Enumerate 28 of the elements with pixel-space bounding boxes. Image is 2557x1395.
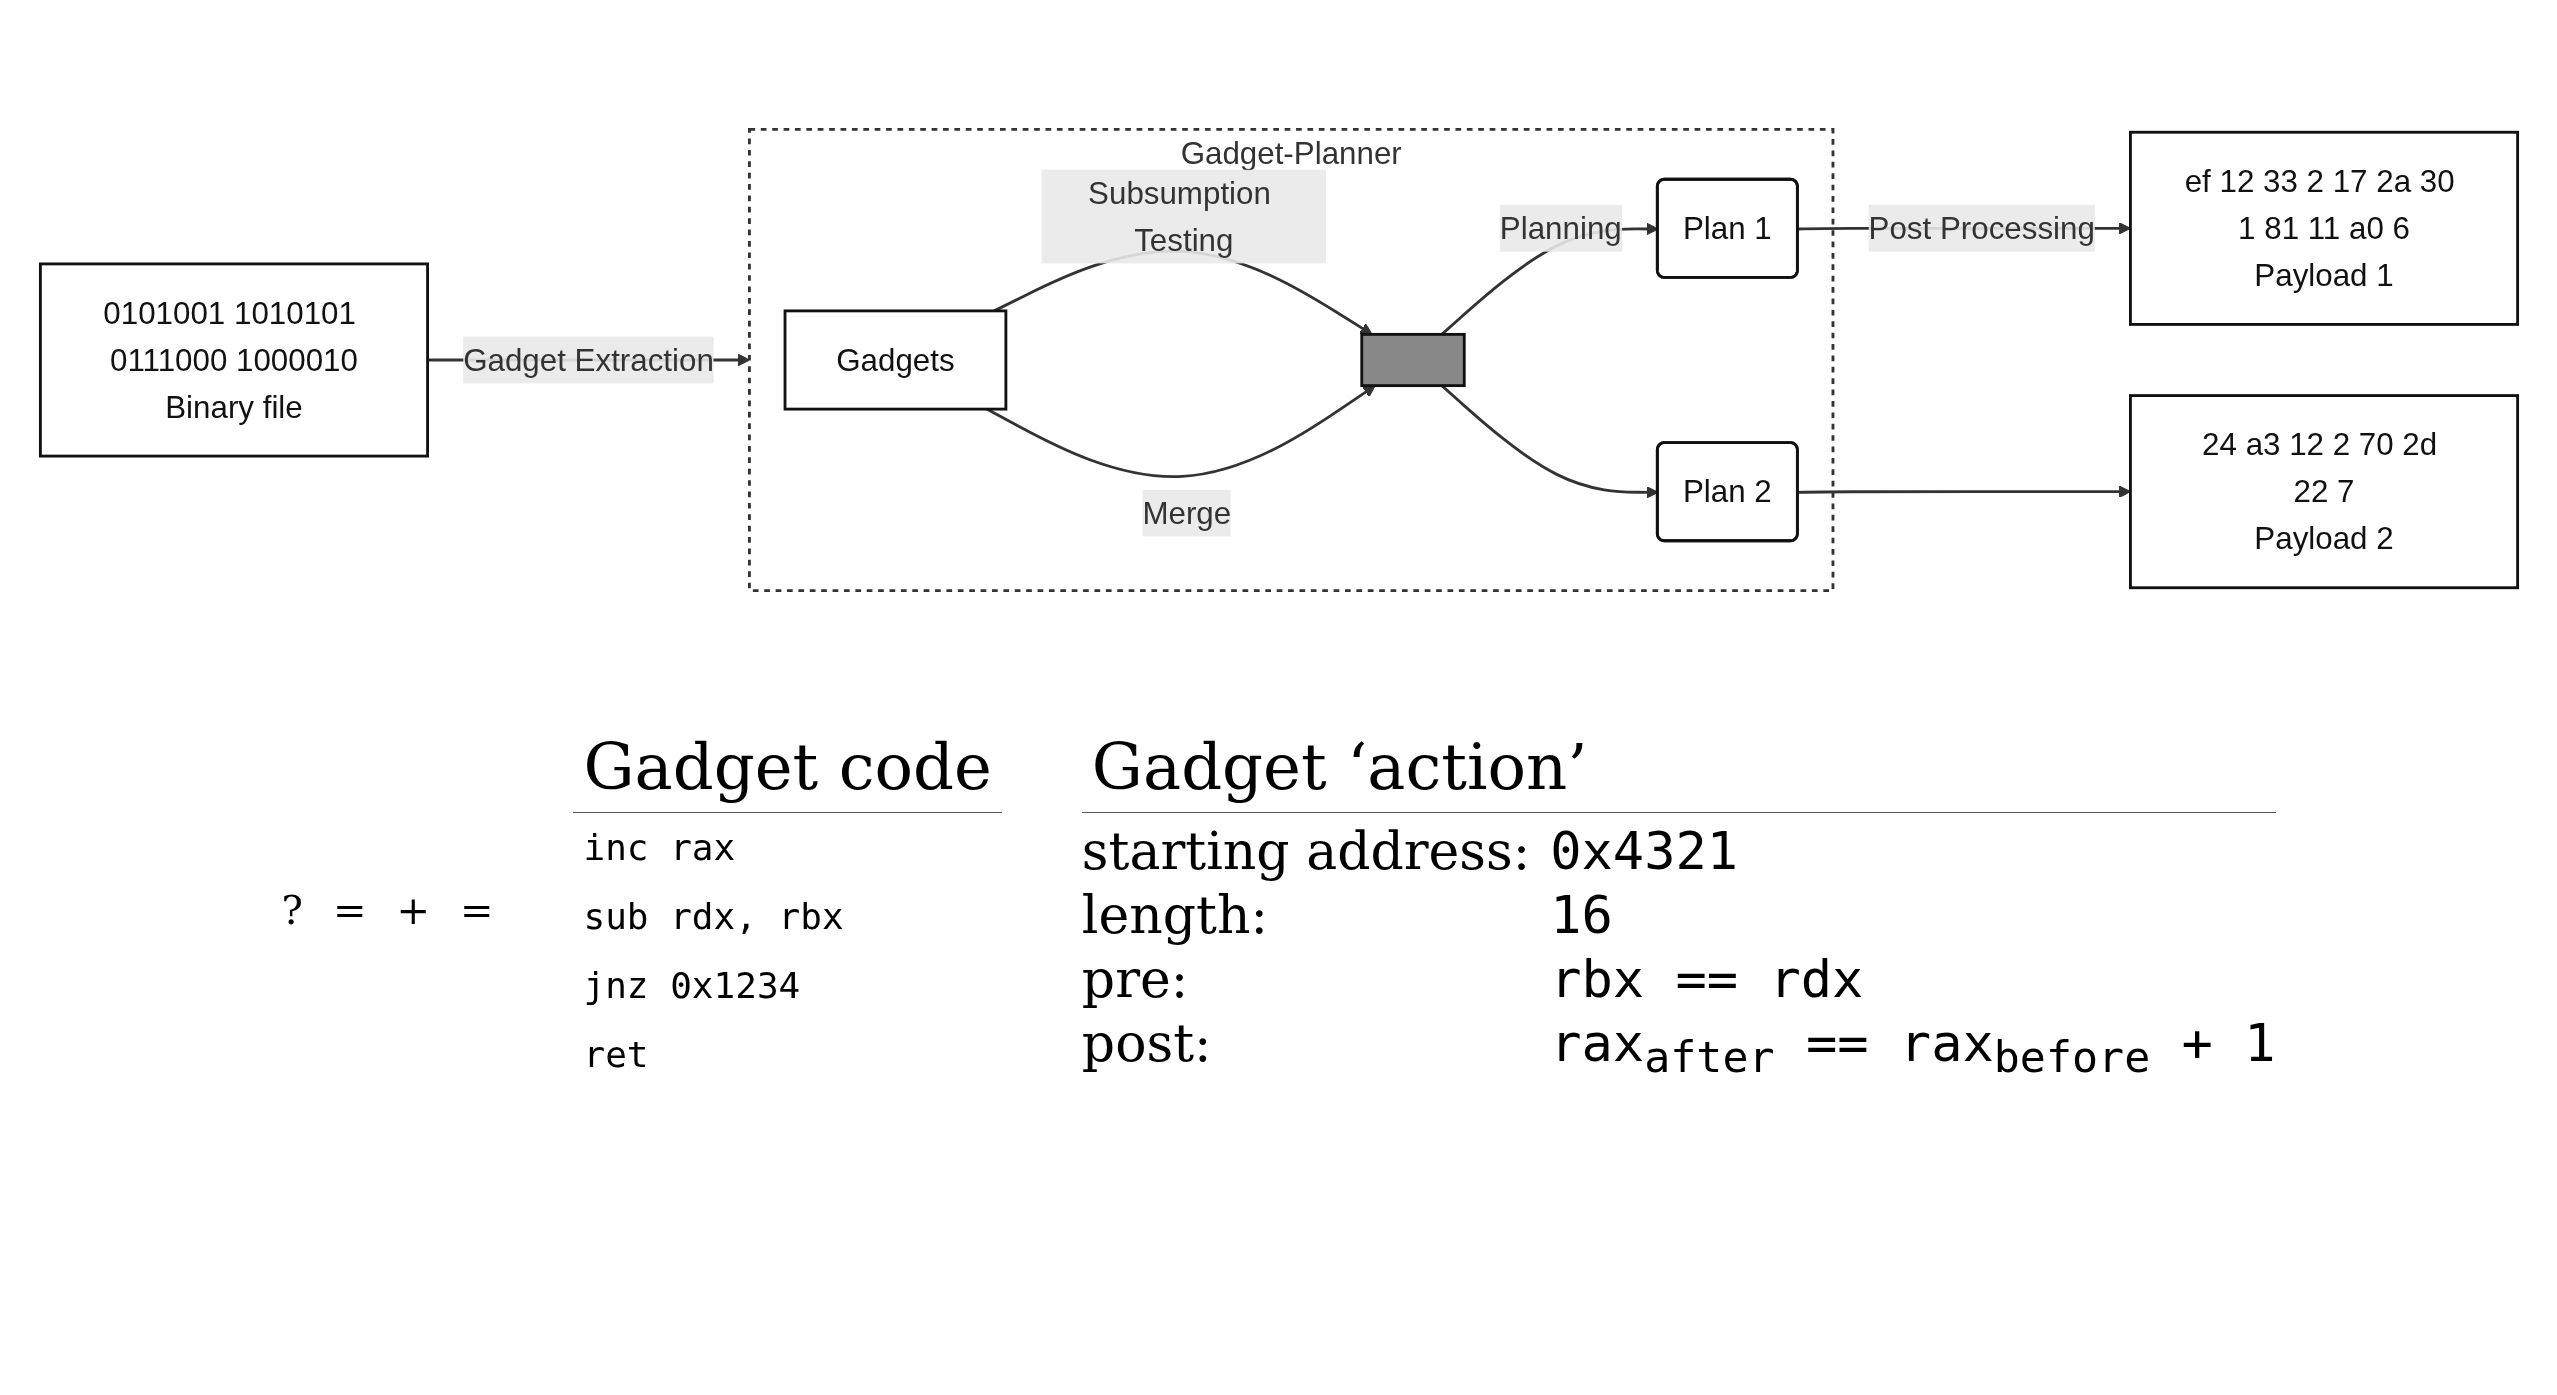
node-bar — [1359, 332, 1466, 388]
node-box: ef 12 33 2 17 2a 30 1 81 11 a0 6 Payload 1 — [2128, 130, 2519, 326]
field-label: starting address: — [1081, 821, 1531, 881]
node-box: 0101001 1010101 0111000 1000010 Binary file — [38, 262, 429, 458]
code-line: inc rax — [583, 827, 737, 868]
edge-label: Gadget Extraction — [462, 342, 714, 378]
edge-label: Post Processing — [1868, 210, 2095, 247]
equals-sign: = — [332, 886, 367, 933]
field-value: rbx == rdx — [1550, 949, 1865, 1009]
code-line: ret — [583, 1034, 650, 1075]
edge-label: Planning — [1499, 210, 1622, 247]
field-value: 16 — [1550, 885, 1614, 945]
node-box: 24 a3 12 2 70 2d 22 7 Payload 2 — [2128, 394, 2519, 590]
field-label: length: — [1081, 885, 1269, 945]
table-heading: Gadget code — [573, 730, 1002, 813]
field-value: 0x4321 — [1550, 821, 1740, 881]
field-label: pre: — [1081, 949, 1190, 1009]
code-line: jnz 0x1234 — [583, 965, 802, 1006]
edge-label: Merge — [1141, 495, 1231, 531]
operator-symbol: ? — [281, 886, 303, 933]
table-heading: Gadget ‘action’ — [1081, 730, 2276, 813]
code-line: sub rdx, rbx — [583, 896, 845, 937]
equals-sign: = — [459, 886, 494, 933]
operator-symbol: + — [396, 886, 430, 933]
edge-label: Subsumption Testing — [1087, 175, 1271, 258]
field-label: post: — [1081, 1013, 1213, 1075]
node-box: Gadgets — [783, 309, 1007, 411]
field-value: rax$_{after}$ == rax$_{before}$ + 1 — [1550, 1013, 2276, 1083]
